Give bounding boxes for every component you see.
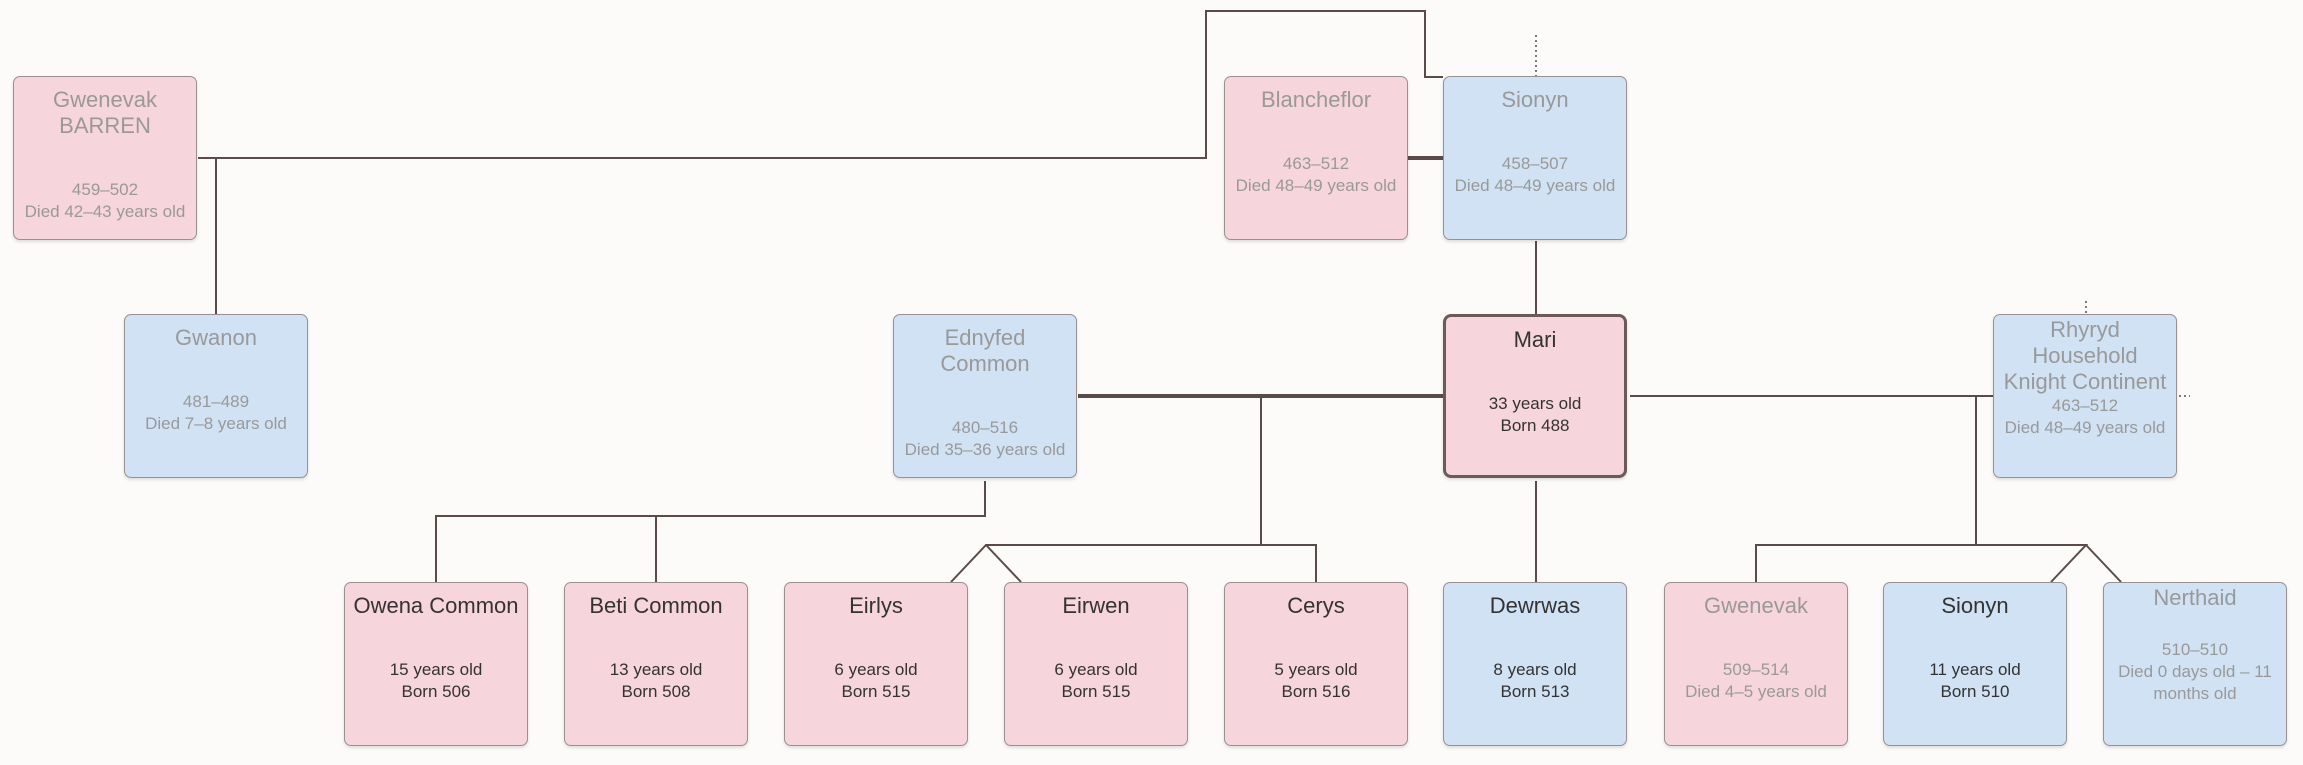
person-name: Rhyryd Household Knight Continent xyxy=(2003,317,2167,394)
person-card-gwenevak-barren[interactable]: Gwenevak BARREN 459–502 Died 42–43 years… xyxy=(13,76,197,240)
person-age: 5 years old xyxy=(1274,660,1358,679)
person-card-cerys[interactable]: Cerys 5 years old Born 516 xyxy=(1224,582,1408,746)
person-card-mari[interactable]: Mari 33 years old Born 488 xyxy=(1443,314,1627,478)
person-age-info: Died 42–43 years old xyxy=(24,202,186,221)
person-card-dewrwas[interactable]: Dewrwas 8 years old Born 513 xyxy=(1443,582,1627,746)
person-age: 6 years old xyxy=(834,660,918,679)
person-birth: Born 515 xyxy=(1061,682,1131,701)
person-birth: Born 506 xyxy=(401,682,471,701)
person-age-info: Died 7–8 years old xyxy=(145,414,287,433)
person-name: Nerthaid xyxy=(2153,585,2237,610)
person-life-dates: 509–514 xyxy=(1722,660,1790,679)
person-name: Gwenevak BARREN xyxy=(53,87,157,138)
person-name: Owena Common xyxy=(353,593,519,618)
person-life-dates: 463–512 xyxy=(1282,154,1350,173)
person-age: 13 years old xyxy=(609,660,703,679)
person-card-nerthaid[interactable]: Nerthaid 510–510 Died 0 days old – 11 mo… xyxy=(2103,582,2287,746)
person-card-sionyn-child[interactable]: Sionyn 11 years old Born 510 xyxy=(1883,582,2067,746)
descent-link-mari-rhyryd-children xyxy=(1755,396,2122,583)
person-life-dates: 458–507 xyxy=(1501,154,1569,173)
descent-link-ednyfed-mari-children xyxy=(950,396,1317,583)
person-card-blancheflor[interactable]: Blancheflor 463–512 Died 48–49 years old xyxy=(1224,76,1408,240)
person-card-rhyryd[interactable]: Rhyryd Household Knight Continent 463–51… xyxy=(1993,314,2177,478)
person-name: Cerys xyxy=(1287,593,1345,618)
person-age: 15 years old xyxy=(389,660,483,679)
person-age-info: Died 48–49 years old xyxy=(1454,176,1616,195)
person-life-dates: 459–502 xyxy=(71,180,139,199)
person-name: Gwanon xyxy=(175,325,257,350)
person-age-info: Died 0 days old – 11 months old xyxy=(2118,662,2272,703)
person-name: Eirlys xyxy=(849,593,903,618)
person-name: Blancheflor xyxy=(1260,87,1372,112)
person-name: Sionyn xyxy=(1501,87,1569,112)
person-name: Sionyn xyxy=(1941,593,2009,618)
person-name: Gwenevak xyxy=(1704,593,1808,618)
person-card-owena[interactable]: Owena Common 15 years old Born 506 xyxy=(344,582,528,746)
marriage-link-gwenevak-sionyn xyxy=(198,10,1443,159)
person-birth: Born 515 xyxy=(841,682,911,701)
person-life-dates: 481–489 xyxy=(182,392,250,411)
person-age-info: Died 48–49 years old xyxy=(2004,418,2166,437)
person-card-eirwen[interactable]: Eirwen 6 years old Born 515 xyxy=(1004,582,1188,746)
person-birth: Born 488 xyxy=(1500,416,1570,435)
person-name: Ednyfed Common xyxy=(940,325,1030,376)
person-name: Dewrwas xyxy=(1489,593,1581,618)
person-card-gwenevak-child[interactable]: Gwenevak 509–514 Died 4–5 years old xyxy=(1664,582,1848,746)
person-card-eirlys[interactable]: Eirlys 6 years old Born 515 xyxy=(784,582,968,746)
person-birth: Born 516 xyxy=(1281,682,1351,701)
person-age: 8 years old xyxy=(1493,660,1577,679)
person-card-gwanon[interactable]: Gwanon 481–489 Died 7–8 years old xyxy=(124,314,308,478)
person-birth: Born 513 xyxy=(1500,682,1570,701)
person-age: 33 years old xyxy=(1488,394,1582,413)
person-age-info: Died 48–49 years old xyxy=(1235,176,1397,195)
person-age: 11 years old xyxy=(1929,660,2021,679)
person-age-info: Died 4–5 years old xyxy=(1685,682,1827,701)
person-card-beti[interactable]: Beti Common 13 years old Born 508 xyxy=(564,582,748,746)
person-name: Eirwen xyxy=(1062,593,1130,618)
person-name: Beti Common xyxy=(589,593,723,618)
person-life-dates: 510–510 xyxy=(2161,640,2229,659)
person-card-ednyfed[interactable]: Ednyfed Common 480–516 Died 35–36 years … xyxy=(893,314,1077,478)
person-life-dates: 463–512 xyxy=(2051,396,2119,415)
descent-link-ednyfed-children xyxy=(435,481,986,582)
person-age-info: Died 35–36 years old xyxy=(904,440,1066,459)
person-card-sionyn-elder[interactable]: Sionyn 458–507 Died 48–49 years old xyxy=(1443,76,1627,240)
person-birth: Born 510 xyxy=(1940,682,2010,701)
person-age: 6 years old xyxy=(1054,660,1138,679)
person-name: Mari xyxy=(1513,327,1557,352)
person-life-dates: 480–516 xyxy=(951,418,1019,437)
person-birth: Born 508 xyxy=(621,682,691,701)
